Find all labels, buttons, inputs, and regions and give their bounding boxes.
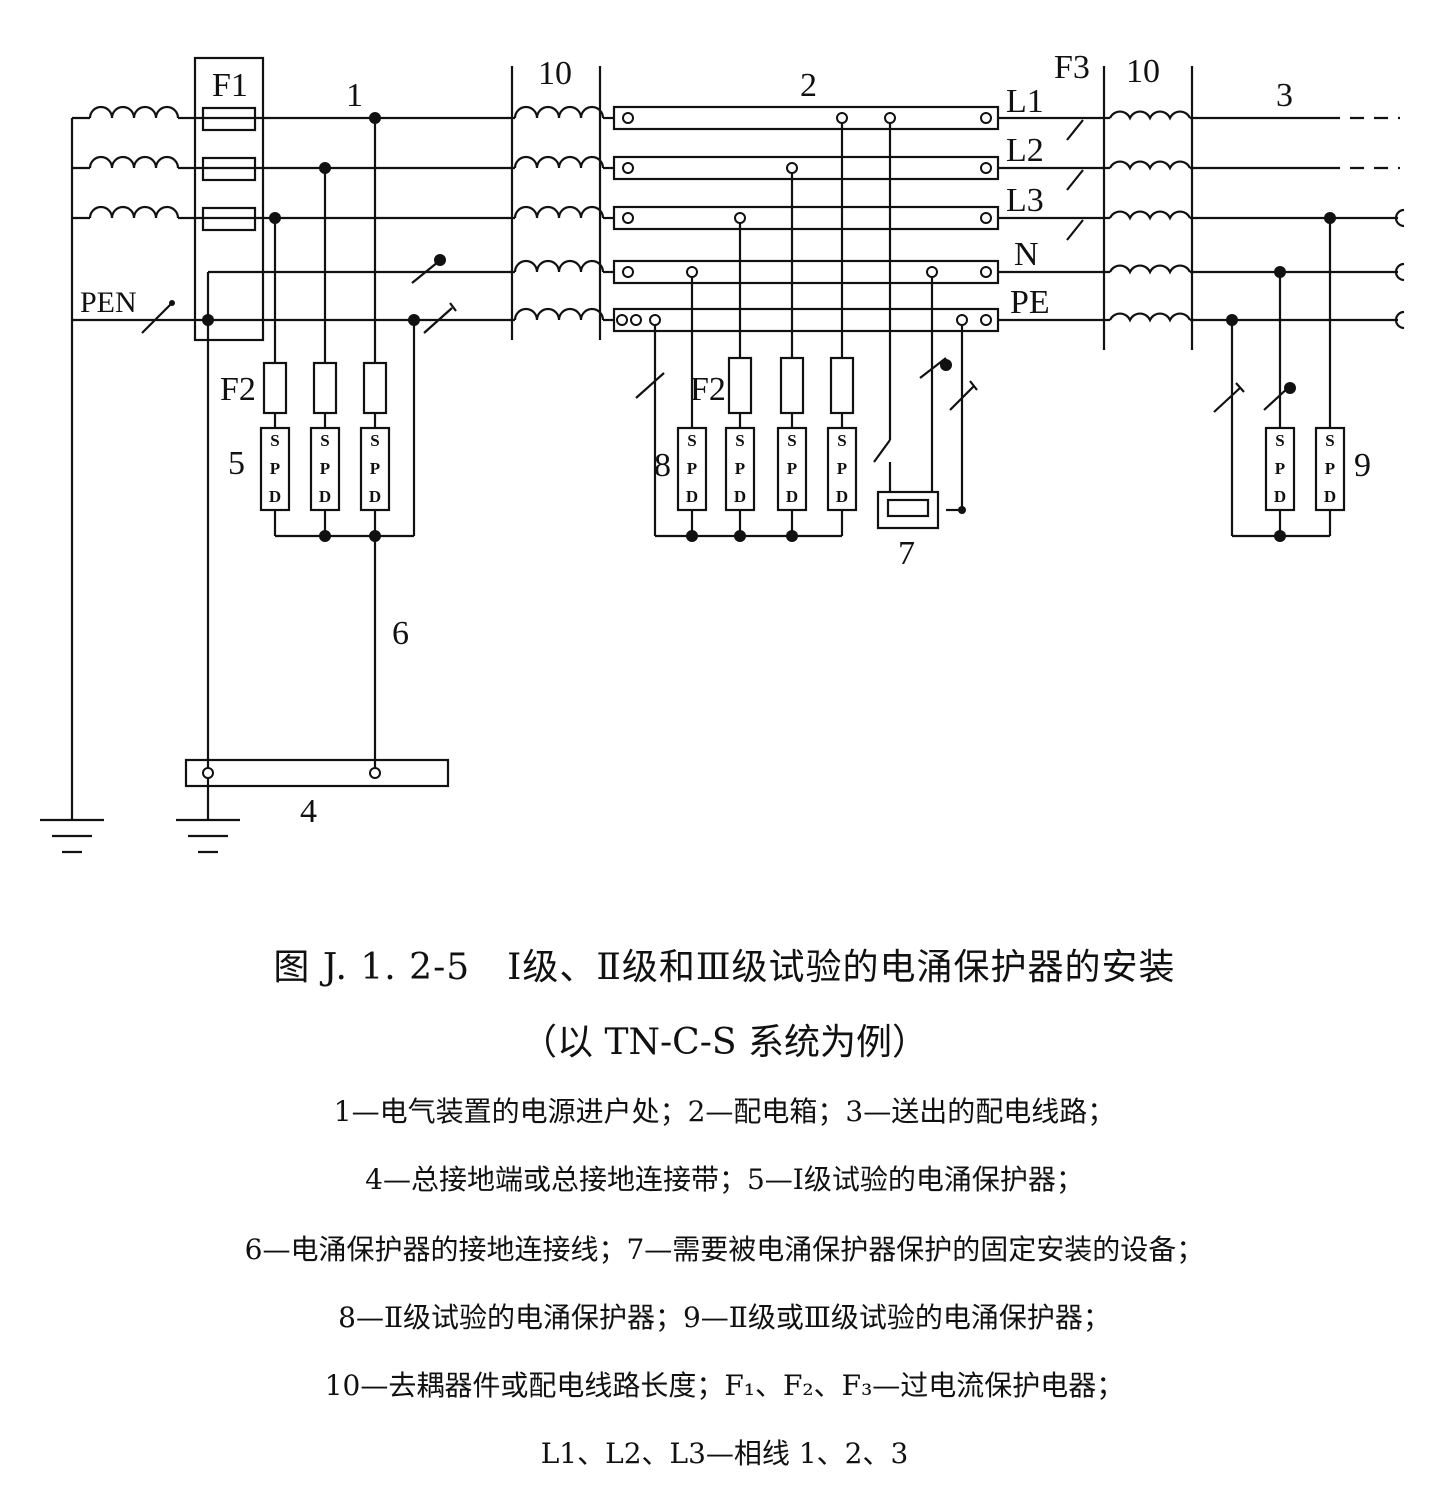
legend-line-4: 8—Ⅱ级试验的电涌保护器；9—Ⅱ级或Ⅲ级试验的电涌保护器； — [338, 1301, 1111, 1334]
spd-letter: D — [369, 487, 381, 506]
label-l2: L2 — [1006, 132, 1044, 169]
busbar-l3 — [612, 205, 1000, 231]
spd-letter: D — [1274, 487, 1286, 506]
busbar-pe — [612, 307, 1000, 333]
spd-letter: D — [836, 487, 848, 506]
label-n5: 5 — [228, 445, 245, 482]
label-l3: L3 — [1006, 182, 1044, 219]
spd-letter: S — [787, 431, 796, 450]
label-f2-mid: F2 — [690, 371, 726, 408]
decoupler-coils-b — [1109, 110, 1191, 323]
label-f3: F3 — [1054, 49, 1090, 86]
legend-line-2: 4—总接地端或总接地连接带；5—Ⅰ级试验的电涌保护器； — [365, 1163, 1084, 1196]
legend-line-5: 10—去耦器件或配电线路长度；F₁、F₂、F₃—过电流保护电器； — [324, 1369, 1125, 1402]
label-f1: F1 — [212, 67, 248, 104]
fuse-l2 — [201, 156, 257, 182]
label-n: N — [1014, 236, 1039, 273]
label-n9: 9 — [1354, 447, 1371, 484]
label-n6: 6 — [392, 615, 409, 652]
fuse-l3 — [201, 206, 257, 232]
label-f2-left: F2 — [220, 371, 256, 408]
busbar-n — [612, 259, 1000, 285]
busbar-l1 — [612, 105, 1000, 131]
label-n10-a: 10 — [538, 55, 572, 92]
junction-dots — [169, 112, 1336, 542]
spd-letter: D — [319, 487, 331, 506]
spd-letter: D — [269, 487, 281, 506]
label-n2: 2 — [800, 67, 817, 104]
spd-letter: S — [687, 431, 696, 450]
spd-letter: S — [1275, 431, 1284, 450]
spd-letter: P — [787, 459, 797, 478]
figure-subtitle: （以 TN-C-S 系统为例） — [521, 1022, 928, 1063]
legend-line-3: 6—电涌保护器的接地连接线；7—需要被电涌保护器保护的固定安装的设备； — [244, 1233, 1205, 1266]
spd-letter: S — [320, 431, 329, 450]
spd-letter: P — [1275, 459, 1285, 478]
label-n4: 4 — [300, 793, 317, 830]
spd-letter: D — [686, 487, 698, 506]
spd-letter: S — [735, 431, 744, 450]
busbar-l2 — [612, 155, 1000, 181]
spd-letter: D — [734, 487, 746, 506]
spd-letter: P — [837, 459, 847, 478]
label-n10-b: 10 — [1126, 53, 1160, 90]
label-n8: 8 — [654, 447, 671, 484]
legend-line-1: 1—电气装置的电源进户处；2—配电箱；3—送出的配电线路； — [333, 1095, 1116, 1128]
label-l1: L1 — [1006, 83, 1044, 120]
main-earthing-terminal — [184, 758, 450, 788]
label-n3: 3 — [1276, 77, 1293, 114]
label-n1: 1 — [346, 77, 363, 114]
spd-letter: P — [1325, 459, 1335, 478]
spd-letter: S — [1325, 431, 1334, 450]
spd-letter: P — [735, 459, 745, 478]
spd-letter: S — [837, 431, 846, 450]
f1-fuse-panel — [193, 56, 265, 342]
spd-letter: D — [1324, 487, 1336, 506]
decoupler-coils-a — [513, 105, 605, 321]
label-n7: 7 — [898, 535, 915, 572]
spd-letter: P — [370, 459, 380, 478]
figure-title: 图 J. 1. 2-5 Ⅰ级、Ⅱ级和Ⅲ级试验的电涌保护器的安装 — [273, 947, 1176, 988]
label-pe: PE — [1010, 284, 1050, 321]
supply-transformer-coils — [88, 105, 180, 219]
spd-letter: D — [786, 487, 798, 506]
spd-letter: S — [270, 431, 279, 450]
terminal-circles — [202, 112, 992, 779]
protected-equipment-7 — [876, 490, 940, 530]
spd-letter: P — [270, 459, 280, 478]
spd-letter: P — [320, 459, 330, 478]
legend-line-6: L1、L2、L3—相线 1、2、3 — [540, 1437, 909, 1470]
fuse-l1 — [201, 106, 257, 132]
spd-letter: S — [370, 431, 379, 450]
circuit-diagram: F1 1 10 2 L1 L2 L3 N PE F3 10 3 PEN F2 F… — [40, 49, 1405, 854]
label-pen: PEN — [80, 286, 137, 319]
spd-letter: P — [687, 459, 697, 478]
